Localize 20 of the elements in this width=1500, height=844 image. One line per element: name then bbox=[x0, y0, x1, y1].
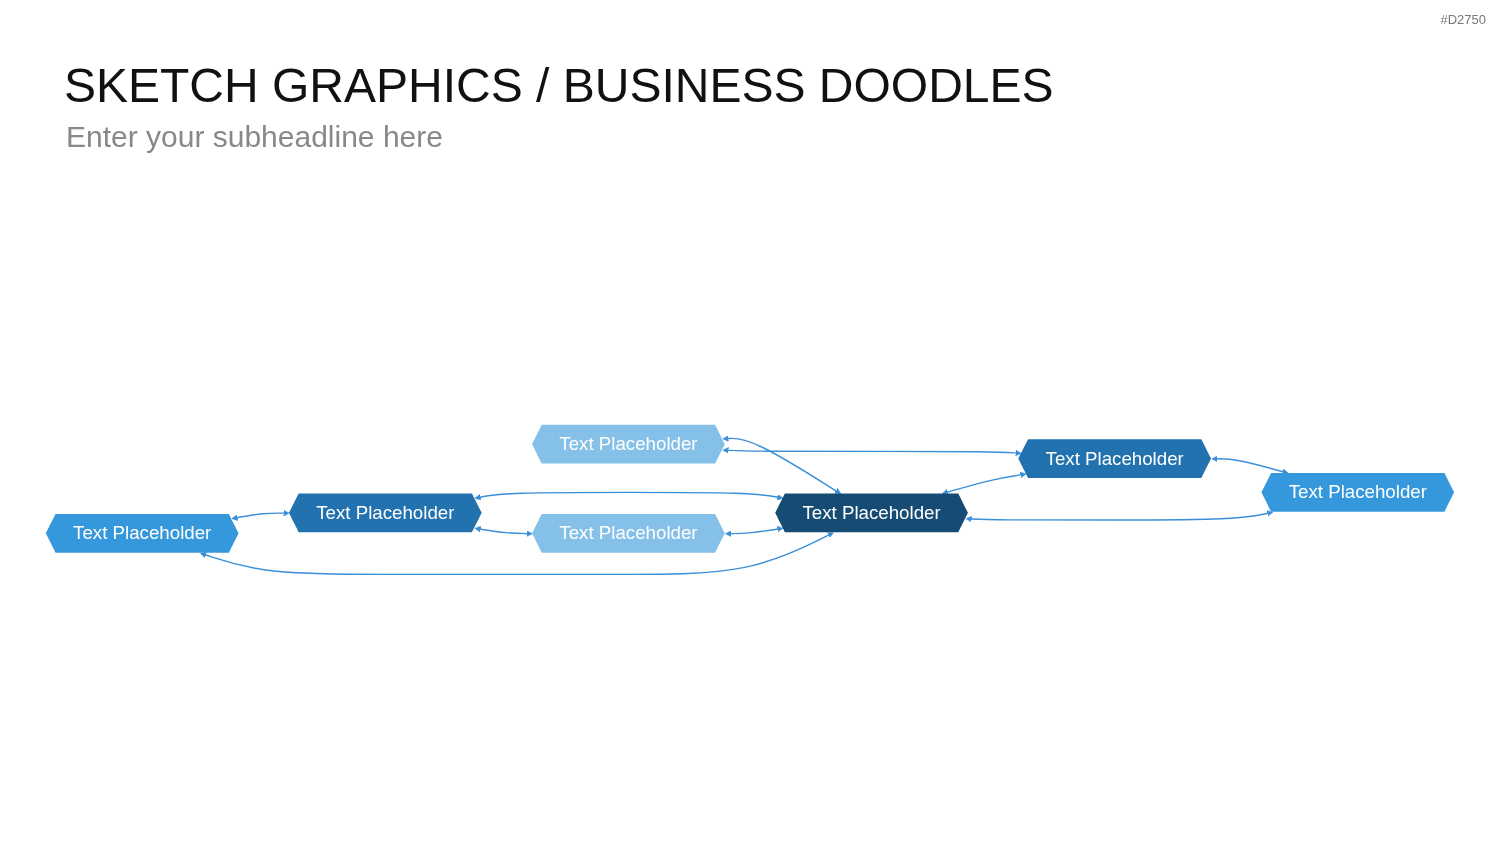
title: SKETCH GRAPHICS / BUSINESS DOODLES bbox=[64, 58, 1054, 113]
arrow bbox=[1211, 456, 1289, 476]
arrow bbox=[200, 532, 834, 576]
node-box: Text Placeholder bbox=[532, 425, 725, 465]
node-box: Text Placeholder bbox=[532, 514, 725, 554]
node-box: Text Placeholder bbox=[45, 514, 239, 554]
slide-code: #D2750 bbox=[1440, 12, 1486, 27]
arrow bbox=[722, 447, 1022, 457]
arrow bbox=[722, 435, 842, 495]
node-box: Text Placeholder bbox=[288, 493, 482, 533]
node-box: Text Placeholder bbox=[1018, 439, 1212, 479]
arrow bbox=[941, 472, 1027, 496]
arrow bbox=[965, 510, 1274, 523]
subheadline: Enter your subheadline here bbox=[66, 120, 443, 154]
arrow bbox=[231, 510, 290, 522]
arrow bbox=[474, 526, 533, 538]
node-box: Text Placeholder bbox=[775, 493, 968, 533]
node-box: Text Placeholder bbox=[1261, 473, 1455, 513]
arrow bbox=[474, 492, 784, 501]
arrow bbox=[725, 526, 784, 538]
